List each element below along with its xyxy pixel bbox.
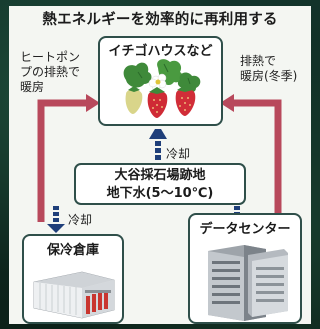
strawberry-house-box: イチゴハウスなど [98,36,223,126]
cool-arrow-left [47,206,65,233]
data-center-box: データセンター [188,213,302,324]
left-heat-note: ヒートポン プの排熱で 暖房 [20,50,81,94]
heat-arrow-right [234,99,282,222]
right-heat-note: 排熱で 暖房(冬季) [240,54,298,83]
data-center-label: データセンター [199,222,291,237]
diagram-title: 熱エネルギーを効率的に再利用する [42,12,278,28]
cold-storage-label: 保冷倉庫 [46,243,99,258]
groundwater-label: 地下水(5〜10℃) [106,186,214,201]
strawberry-house-label: イチゴハウスなど [108,44,213,59]
server-rack-icon [208,245,288,321]
heat-arrowhead-left [86,94,100,112]
cool-arrow-up [149,129,167,160]
quarry-groundwater-box: 大谷採石場跡地 地下水(5〜10℃) [74,163,246,205]
cooling-label-left: 冷却 [68,213,93,227]
cold-storage-box: 保冷倉庫 [22,234,124,324]
cooling-label-up: 冷却 [166,147,191,161]
quarry-label: 大谷採石場跡地 [114,168,206,183]
heat-arrow-left [37,99,86,222]
strawberry-icon [123,59,201,118]
heat-arrowhead-right [220,94,234,112]
warehouse-icon [33,271,115,319]
